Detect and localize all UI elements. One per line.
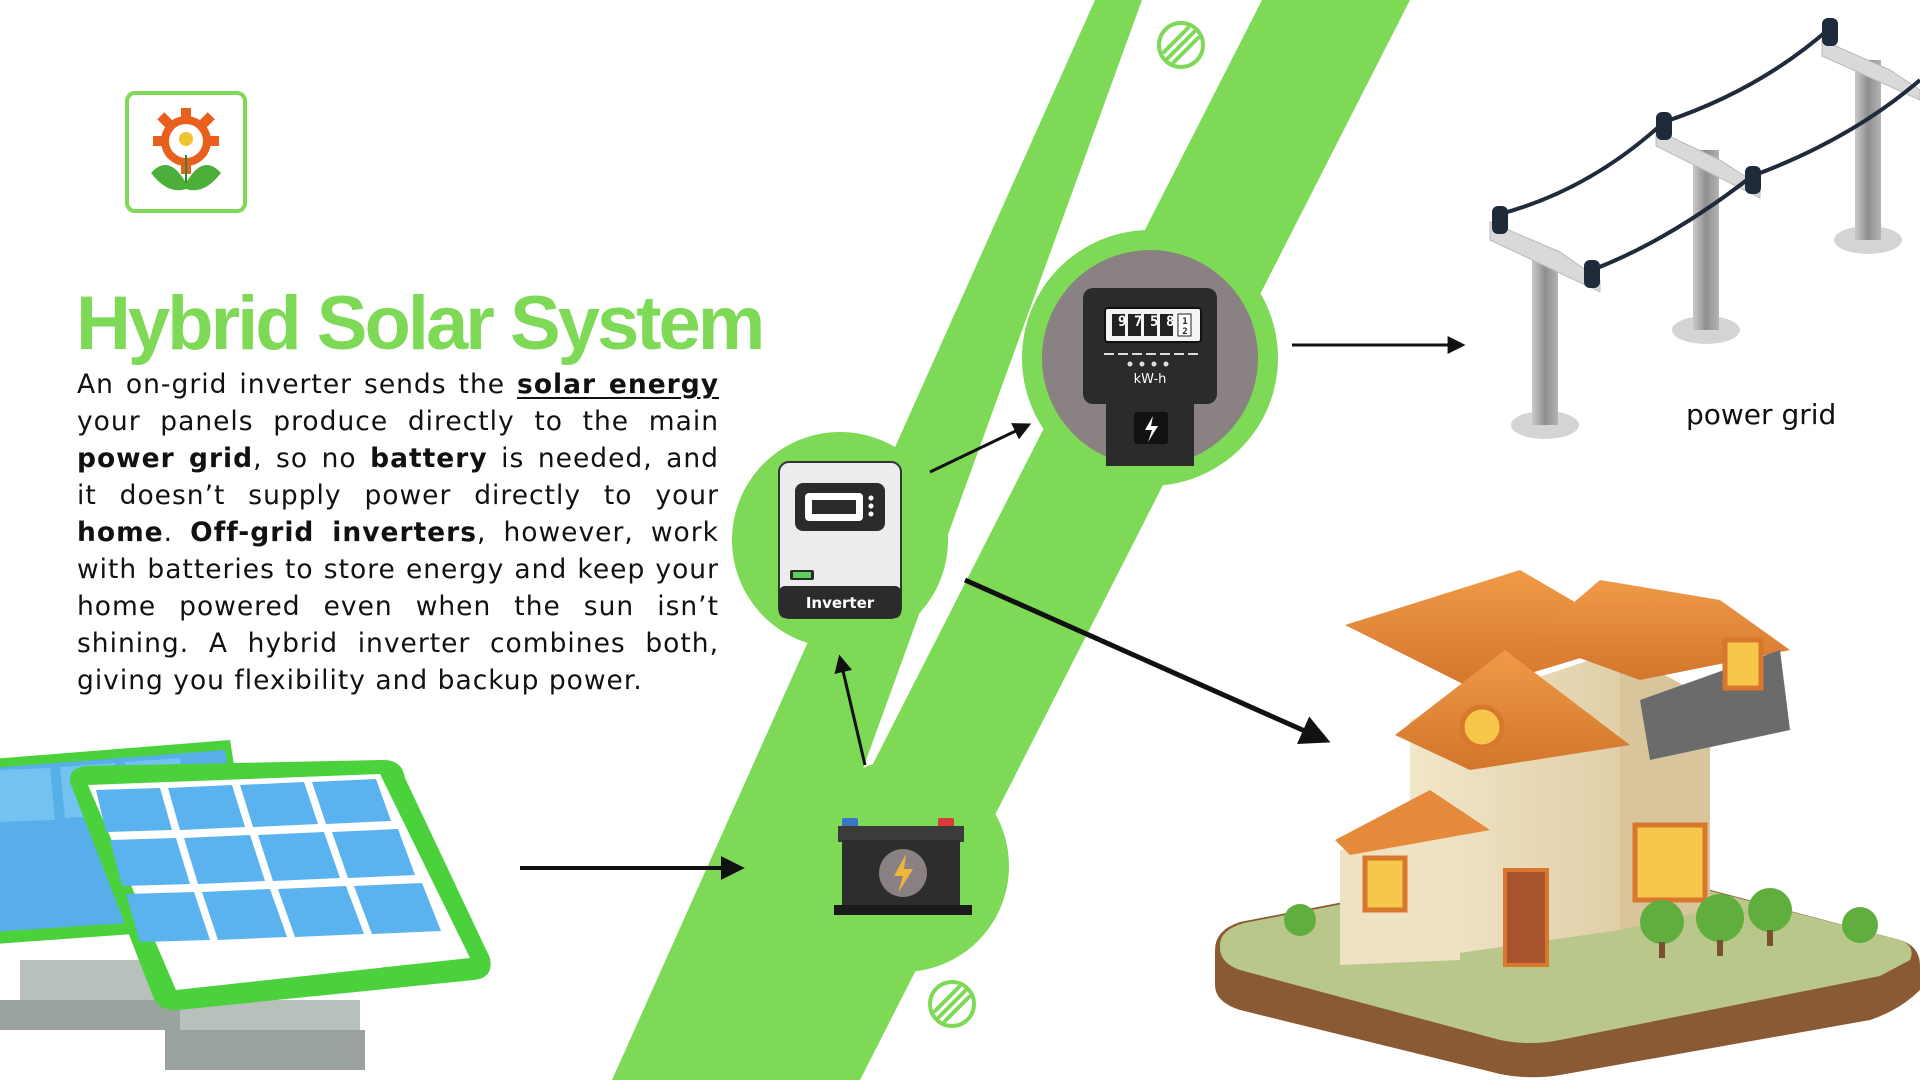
power-grid-label: power grid (1686, 398, 1837, 431)
meter-digit-4: 8 (1166, 314, 1174, 330)
power-grid-icon (1489, 18, 1920, 439)
desc-part-6: , however, work with batteries to store … (77, 517, 719, 696)
arrow-inverter-to-meter (929, 423, 1032, 474)
pylon-middle (1655, 112, 1761, 344)
meter-fraction-top: 1 (1182, 317, 1187, 327)
solar-panels-icon (0, 740, 491, 1070)
leaf-badge-top-icon (1157, 21, 1205, 69)
meter-digit-1: 9 (1118, 314, 1126, 330)
pylon-front (1489, 206, 1601, 439)
meter-digit-3: 5 (1150, 314, 1158, 330)
meter-digit-2: 7 (1134, 314, 1142, 330)
battery-icon (834, 818, 972, 915)
solar-cells (96, 779, 441, 942)
desc-part-4: is needed, and it doesn’t supply power d… (77, 443, 719, 511)
meter-unit-label: kW-h (1134, 372, 1167, 387)
inverter-label: Inverter (806, 594, 875, 612)
desc-power-grid: power grid (77, 443, 254, 474)
meter-fraction-bottom: 2 (1182, 327, 1187, 337)
house-icon (1215, 570, 1920, 1078)
desc-part-3: , so no (253, 443, 371, 474)
description-paragraph: An on-grid inverter sends the solar ener… (77, 366, 719, 699)
desc-part-5: . (163, 517, 191, 548)
flow-arrows (520, 336, 1466, 880)
desc-battery: battery (370, 443, 488, 474)
page-title: Hybrid Solar System (76, 281, 765, 366)
desc-part-1: An on-grid inverter sends the (77, 369, 518, 400)
desc-solar-energy: solar energy (517, 369, 719, 400)
desc-off-grid: Off-grid inverters (190, 517, 477, 548)
leaf-badge-bottom-icon (928, 980, 976, 1028)
arrow-battery-to-inverter (834, 654, 867, 766)
logo-icon (151, 108, 221, 191)
desc-part-2: your panels produce directly to the main (77, 406, 719, 437)
energy-meter-icon: 9 7 5 8 1 2 kW-h (1042, 250, 1258, 466)
arrow-inverter-to-house (963, 577, 1331, 744)
desc-home: home (77, 517, 164, 548)
inverter-icon: Inverter (778, 461, 902, 619)
pylon-back (1821, 18, 1920, 254)
logo (125, 91, 247, 213)
